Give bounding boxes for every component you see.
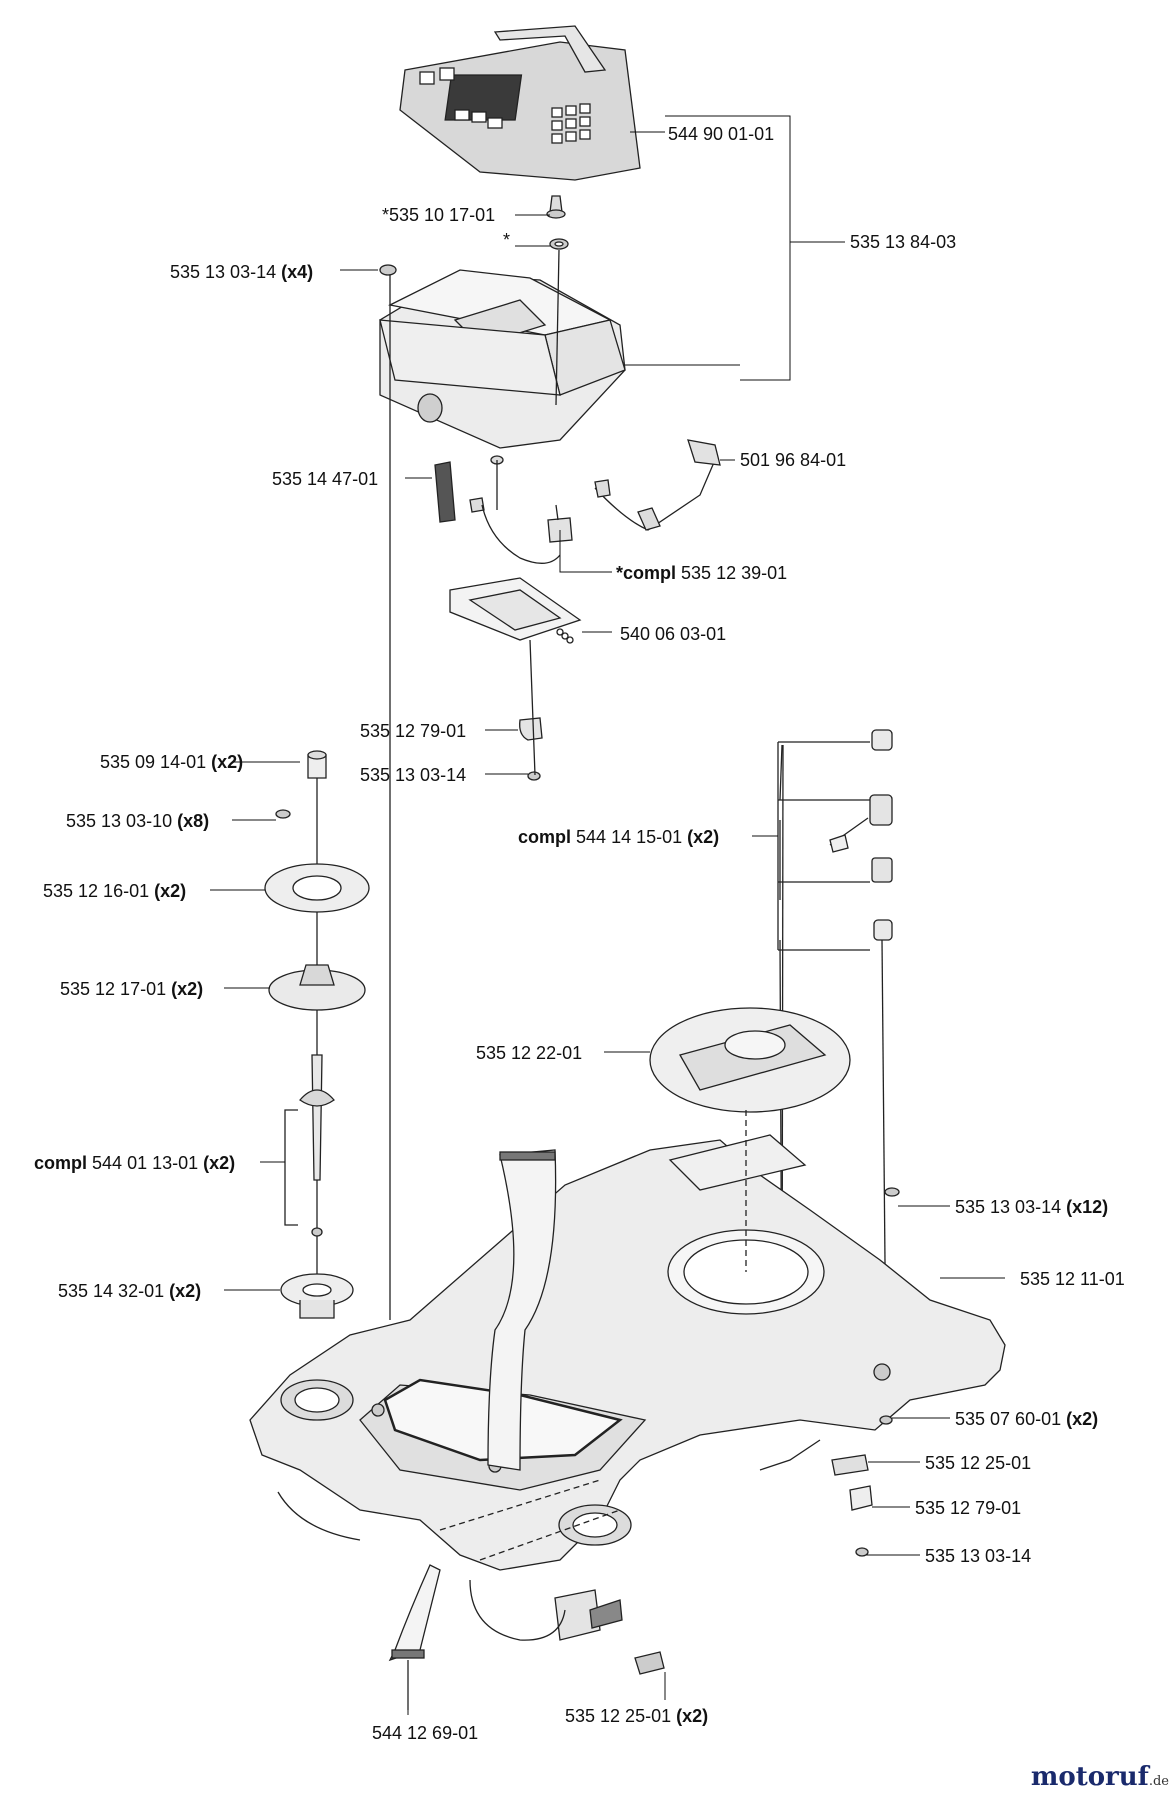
leader-lines <box>210 115 1005 1715</box>
label-keypad-film: 544 90 01-01 <box>668 124 775 144</box>
sensor-part <box>434 461 456 523</box>
label-screw-x12: 535 13 03-14 (x12) <box>955 1197 1109 1217</box>
keypad-film-part <box>399 25 641 181</box>
label-nut: 535 07 60-01 (x2) <box>955 1409 1099 1429</box>
ribbon-cable-part <box>388 1149 557 1710</box>
prefix-spindle: compl <box>34 1153 88 1173</box>
qty-rubber-seal: (x2) <box>171 979 204 999</box>
label-screw-x4: 535 13 03-14 (x4) <box>170 262 314 282</box>
label-hatch: 535 12 22-01 <box>476 1043 583 1063</box>
label-sensor: 535 14 47-01 <box>272 469 379 489</box>
cover-housing-part <box>379 269 626 465</box>
circuit-board-part <box>449 577 582 644</box>
label-spindle: compl 544 01 13-01 (x2) <box>34 1153 236 1173</box>
qty-bearing: (x2) <box>169 1281 202 1301</box>
label-chassis-top: 535 12 11-01 <box>1020 1269 1125 1289</box>
label-strip: 535 12 25-01 <box>925 1453 1032 1473</box>
top-clip-part <box>519 717 543 781</box>
left-spindle-stack <box>264 750 370 1319</box>
label-cable-501: 501 96 84-01 <box>740 450 847 470</box>
label-bearing: 535 14 32-01 (x2) <box>58 1281 202 1301</box>
label-bellows-plate: 535 12 16-01 (x2) <box>43 881 187 901</box>
label-joint: compl 544 14 15-01 (x2) <box>518 827 720 847</box>
qty-spindle: (x2) <box>203 1153 236 1173</box>
chassis-part <box>249 1134 1006 1571</box>
knob-part <box>546 195 569 250</box>
label-clip-top: 535 12 79-01 <box>360 721 467 741</box>
prefix-joint: compl <box>518 827 572 847</box>
label-bushing: 535 09 14-01 (x2) <box>100 752 244 772</box>
label-screw-bottom: 535 13 03-14 <box>925 1546 1032 1566</box>
label-knob: *535 10 17-01 <box>382 205 496 225</box>
hatch-part <box>649 1007 851 1113</box>
qty-bushing: (x2) <box>211 752 244 772</box>
label-clip-bottom: 535 12 79-01 <box>915 1498 1022 1518</box>
switch-part <box>469 497 573 564</box>
label-board: 540 06 03-01 <box>620 624 727 644</box>
prefix-switch: *compl <box>616 563 677 583</box>
label-screw-x8: 535 13 03-10 (x8) <box>66 811 210 831</box>
qty-screw-x4: (x4) <box>281 262 314 282</box>
qty-strip-bottom: (x2) <box>676 1706 709 1726</box>
qty-screw-x8: (x8) <box>177 811 210 831</box>
qty-joint: (x2) <box>687 827 720 847</box>
brand-logo: motoruf.de <box>1030 1762 1169 1792</box>
spindle-bracket <box>284 1109 298 1226</box>
qty-bellows-plate: (x2) <box>154 881 187 901</box>
label-washer: * <box>503 230 511 250</box>
bottom-parts <box>277 1187 900 1675</box>
label-ribbon-cable: 544 12 69-01 <box>372 1723 479 1743</box>
label-rubber-seal: 535 12 17-01 (x2) <box>60 979 204 999</box>
label-cover-assembly: 535 13 84-03 <box>850 232 957 252</box>
qty-nut: (x2) <box>1066 1409 1099 1429</box>
label-switch: *compl 535 12 39-01 <box>616 563 788 583</box>
qty-screw-x12: (x12) <box>1066 1197 1109 1217</box>
alignment-lines <box>439 1110 747 1561</box>
label-screw-top: 535 13 03-14 <box>360 765 467 785</box>
screw-head-x4 <box>379 264 397 276</box>
label-strip-bottom: 535 12 25-01 (x2) <box>565 1706 709 1726</box>
cable-part <box>594 439 721 531</box>
